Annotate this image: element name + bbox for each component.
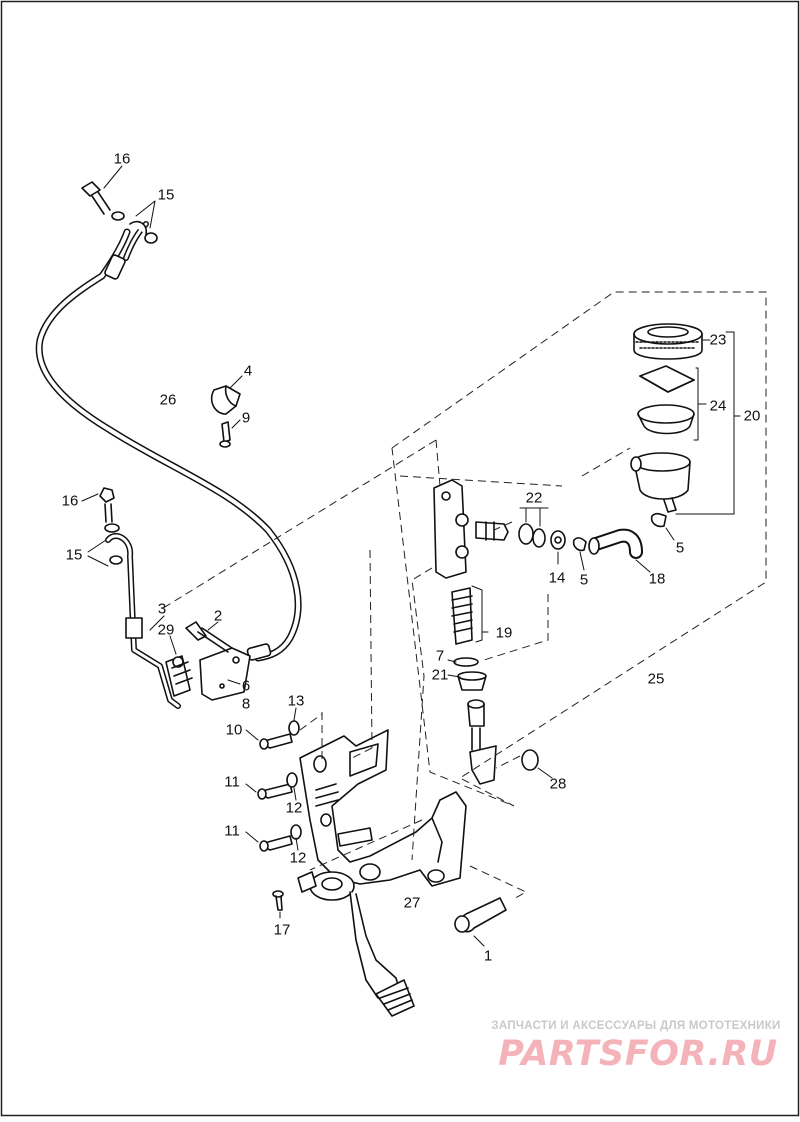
callout-16-top: 16	[113, 150, 131, 168]
brake-pedal	[297, 863, 415, 1017]
callout-11-top: 11	[224, 773, 240, 791]
callout-5-right: 5	[675, 539, 685, 557]
callout-1: 1	[483, 947, 493, 965]
callout-5-left: 5	[579, 571, 589, 589]
master-cylinder	[433, 479, 509, 579]
dashed-kit-boundary-25	[391, 291, 767, 807]
pedal-bracket-27	[299, 729, 467, 887]
callout-3: 3	[157, 600, 167, 618]
diaphragm-24	[637, 365, 695, 435]
bolt-1	[454, 897, 507, 933]
callout-10: 10	[225, 721, 243, 739]
reservoir-body-20	[630, 452, 691, 513]
callout-22: 22	[525, 489, 543, 507]
callout-7: 7	[435, 647, 445, 665]
callout-15-top: 15	[157, 186, 175, 204]
screw-11-top	[257, 783, 293, 800]
screw-11-bottom	[259, 835, 293, 852]
callout-6: 6	[241, 677, 251, 695]
brake-line-3	[99, 487, 181, 709]
screw-17	[272, 890, 284, 911]
reservoir-cap-23	[633, 323, 703, 360]
pushrod-clevis	[467, 699, 497, 785]
callout-28: 28	[549, 775, 567, 793]
callout-21: 21	[431, 666, 449, 684]
callout-9: 9	[241, 409, 251, 427]
callout-27: 27	[403, 894, 421, 912]
watermark-tagline: ЗАПЧАСТИ И АКСЕССУАРЫ ДЛЯ МОТОТЕХНИКИ	[491, 1020, 781, 1032]
callout-19: 19	[495, 624, 513, 642]
callout-14: 14	[548, 569, 566, 587]
watermark-logo: PARTSFOR.RU	[498, 1034, 778, 1074]
callout-29: 29	[157, 621, 175, 639]
callout-12-top: 12	[285, 799, 303, 817]
callout-26: 26	[159, 391, 177, 409]
callout-11-bottom: 11	[224, 822, 240, 840]
o-ring-28	[521, 749, 539, 771]
hose-clamp-5	[572, 512, 667, 552]
callout-20: 20	[743, 407, 761, 425]
hose-18	[588, 528, 643, 559]
callout-2: 2	[213, 607, 223, 625]
callout-17: 17	[273, 921, 291, 939]
callout-4: 4	[243, 362, 253, 380]
brake-switch-29	[165, 655, 193, 697]
callout-23: 23	[709, 331, 727, 349]
callout-24: 24	[709, 397, 727, 415]
washer-12-bottom	[290, 824, 302, 840]
screw-10	[259, 733, 293, 750]
callout-18: 18	[648, 570, 666, 588]
brake-hose-26	[35, 221, 302, 662]
callout-13: 13	[287, 692, 305, 710]
washer-13	[288, 720, 300, 736]
callout-12-bottom: 12	[289, 849, 307, 867]
clamp-4	[210, 385, 241, 415]
banjo-bolt-16-top	[81, 181, 158, 244]
bolt-2	[185, 621, 233, 653]
piston-spring-19	[451, 587, 487, 691]
washer-12-top	[286, 772, 298, 788]
screw-9	[219, 421, 231, 448]
callout-8: 8	[241, 695, 251, 713]
seals-22-14	[518, 523, 566, 550]
callout-25: 25	[647, 670, 665, 688]
callout-15-bottom: 15	[65, 546, 83, 564]
callout-16-bottom: 16	[61, 492, 79, 510]
